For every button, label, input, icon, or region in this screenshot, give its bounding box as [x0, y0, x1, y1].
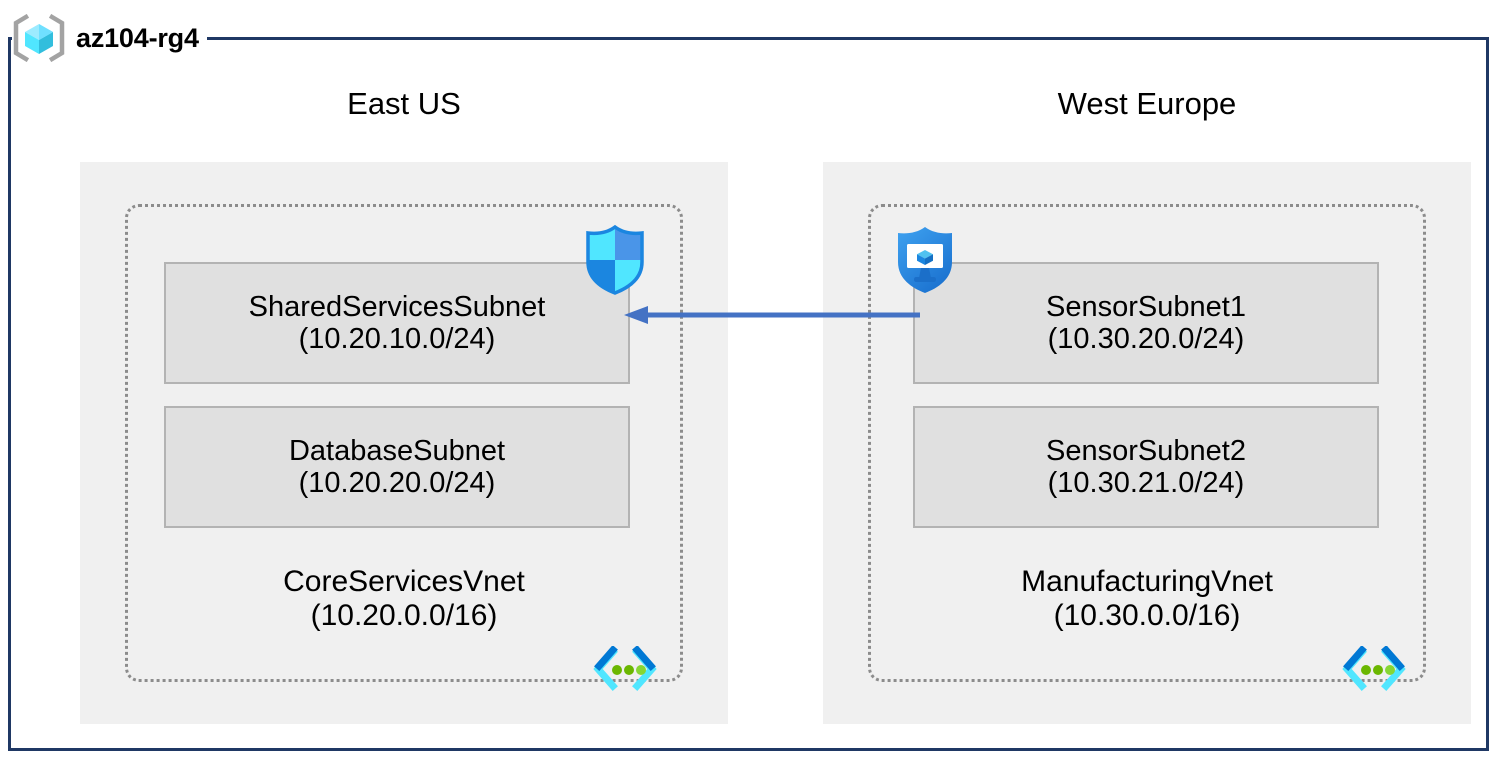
- region-label: East US: [347, 86, 461, 121]
- vnet-label-manufacturing: ManufacturingVnet (10.30.0.0/16): [868, 565, 1426, 632]
- subnet-cidr: (10.30.20.0/24): [1047, 323, 1245, 355]
- region-west-europe: West Europe: [823, 88, 1471, 132]
- vnet-peering-arrow: [622, 300, 922, 330]
- resource-group-name: az104-rg4: [76, 22, 199, 53]
- vnet-container-coreservices[interactable]: [125, 204, 683, 682]
- virtual-network-icon: [592, 645, 658, 692]
- network-security-group-icon: [583, 224, 647, 296]
- subnet-databasesubnet[interactable]: DatabaseSubnet (10.20.20.0/24): [164, 406, 630, 528]
- resource-group-title: az104-rg4: [12, 14, 207, 62]
- vnet-cidr: (10.30.0.0/16): [1053, 598, 1241, 632]
- vnet-label-coreservices: CoreServicesVnet (10.20.0.0/16): [125, 565, 683, 632]
- vnet-cidr: (10.20.0.0/16): [310, 598, 498, 632]
- resource-group-frame: [8, 37, 1489, 751]
- subnet-name: DatabaseSubnet: [288, 434, 506, 467]
- virtual-network-icon: [1341, 645, 1407, 692]
- azure-resource-group-icon: [12, 14, 66, 62]
- region-label: West Europe: [1057, 86, 1237, 121]
- subnet-name: SensorSubnet1: [1046, 290, 1246, 323]
- subnet-sensorsubnet1[interactable]: SensorSubnet1 (10.30.20.0/24): [913, 262, 1379, 384]
- subnet-name: SharedServicesSubnet: [248, 290, 546, 323]
- subnet-sensorsubnet2[interactable]: SensorSubnet2 (10.30.21.0/24): [913, 406, 1379, 528]
- vnet-name: ManufacturingVnet: [1021, 565, 1273, 598]
- subnet-cidr: (10.20.20.0/24): [298, 467, 496, 499]
- vnet-name: CoreServicesVnet: [283, 565, 525, 598]
- application-security-group-icon: [893, 224, 957, 296]
- vnet-container-manufacturing[interactable]: [868, 204, 1426, 682]
- region-east-us: East US: [80, 88, 728, 132]
- subnet-name: SensorSubnet2: [1046, 434, 1246, 467]
- subnet-cidr: (10.20.10.0/24): [298, 323, 496, 355]
- subnet-sharedservicessubnet[interactable]: SharedServicesSubnet (10.20.10.0/24): [164, 262, 630, 384]
- subnet-cidr: (10.30.21.0/24): [1047, 467, 1245, 499]
